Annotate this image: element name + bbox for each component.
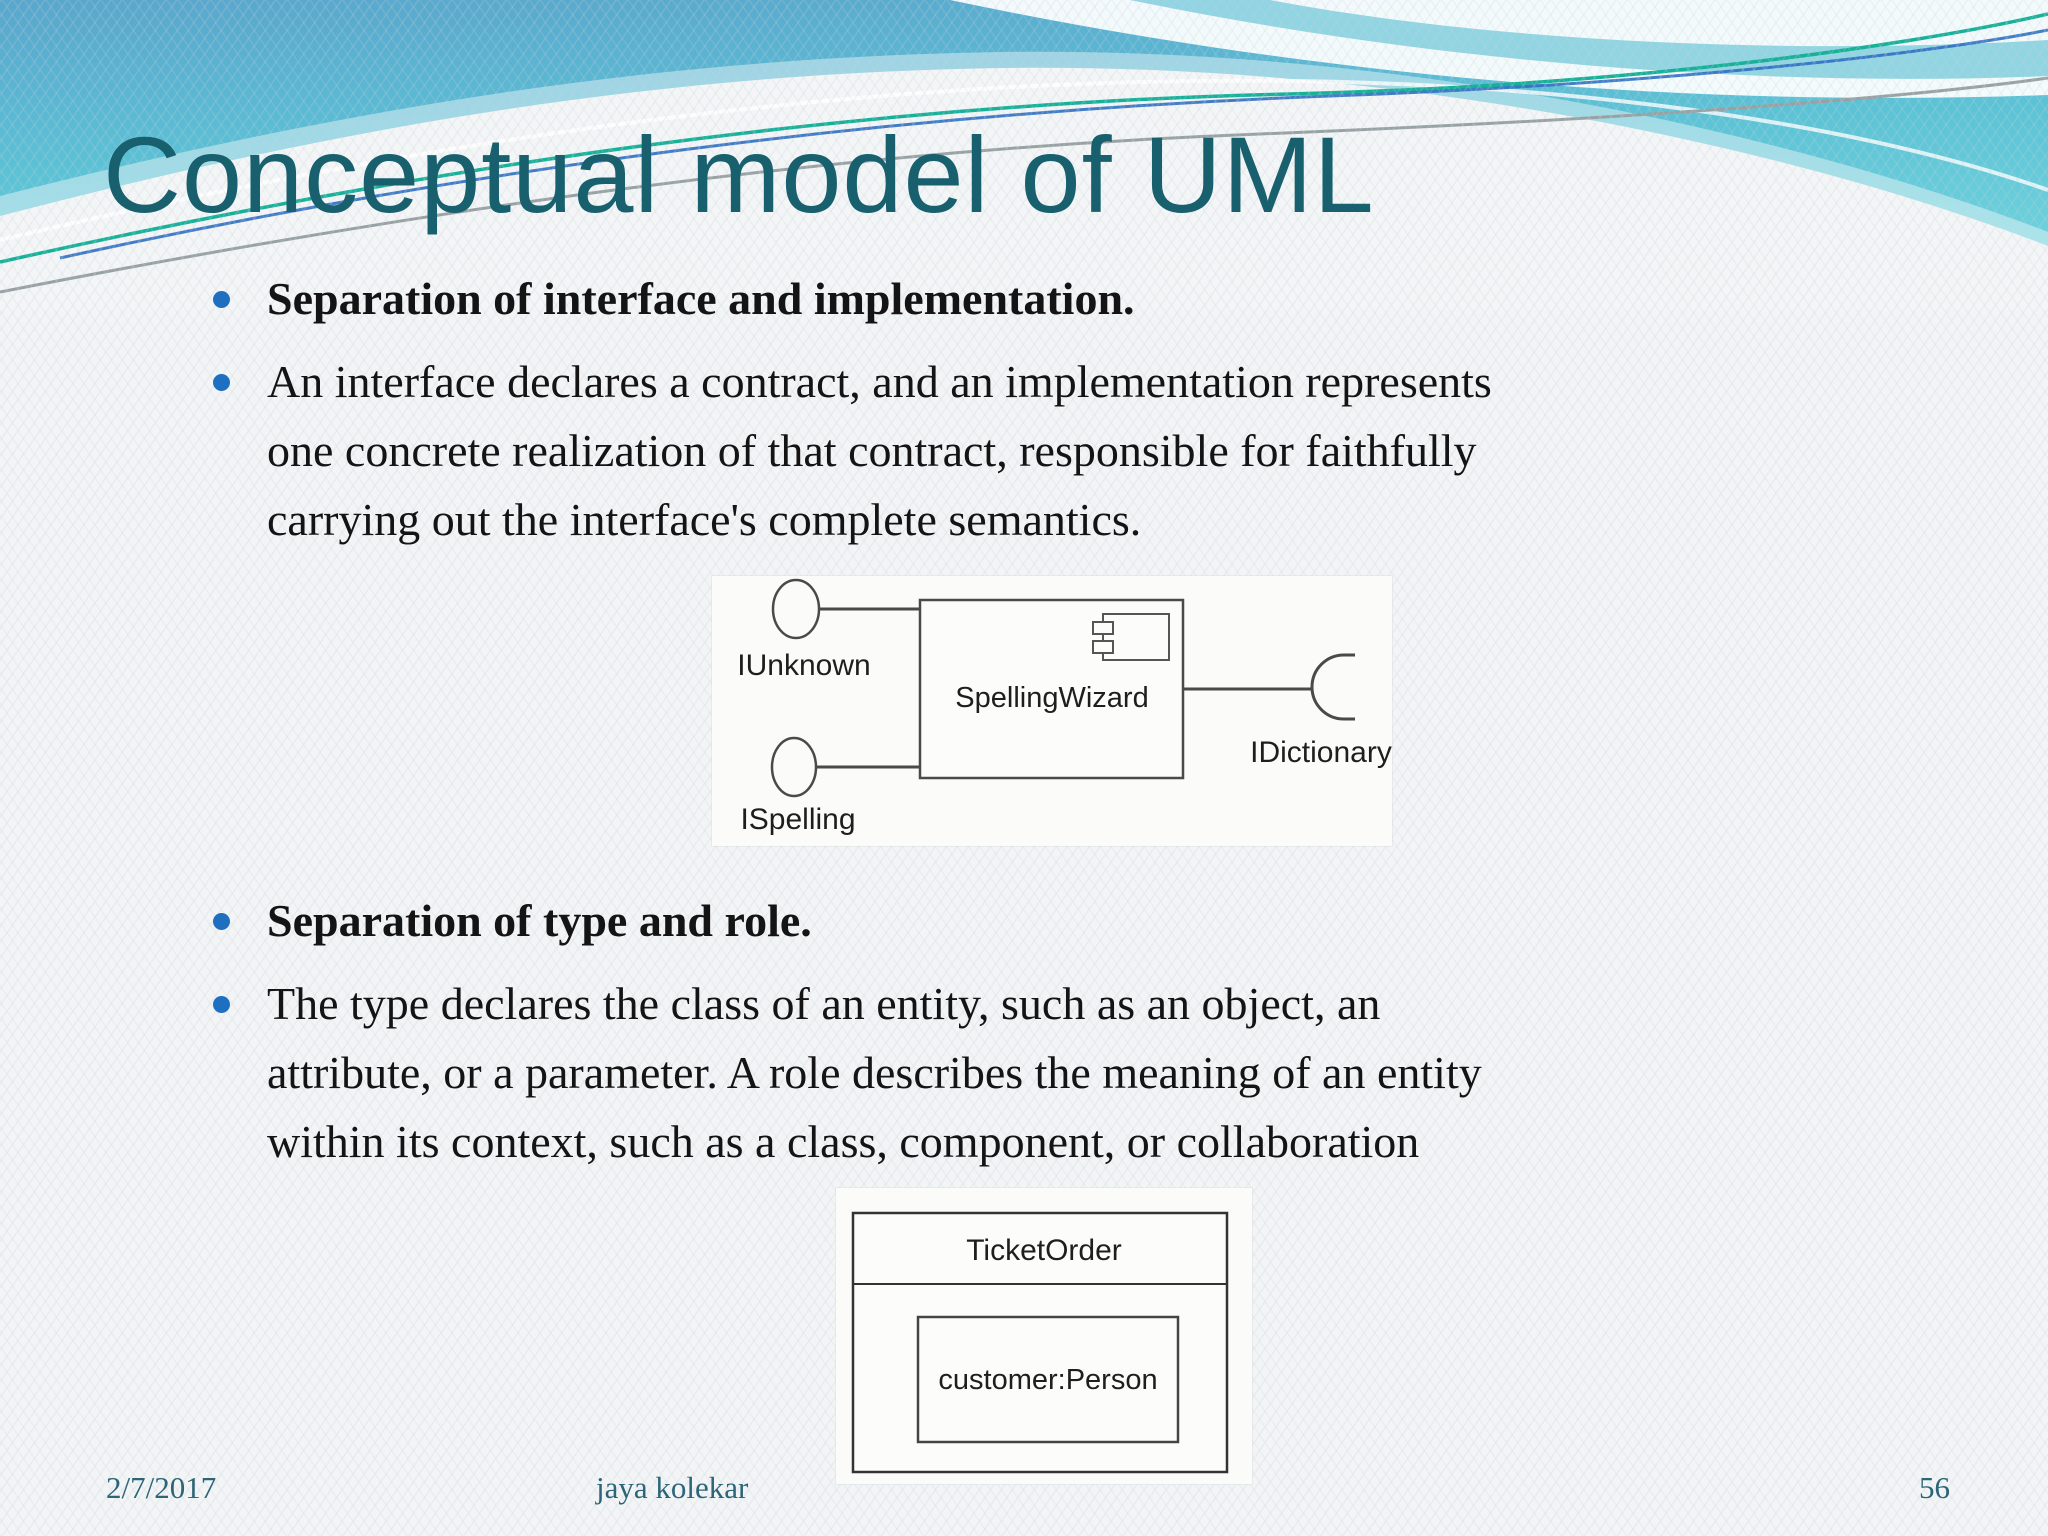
bullet-item-heading-1: Separation of interface and implementati… (213, 264, 1983, 333)
main-white-wave (0, 67, 2048, 310)
component-icon (1092, 613, 1170, 661)
label-customer-person: customer:Person (938, 1364, 1157, 1396)
bullet-heading-1: Separation of interface and implementati… (267, 273, 1135, 324)
bullet-dot-icon (213, 374, 230, 391)
footer-author: jaya kolekar (596, 1470, 749, 1505)
bullet-section-interface: Separation of interface and implementati… (213, 264, 1983, 568)
bullet-heading-2: Separation of type and role. (267, 895, 812, 946)
slide-title: Conceptual model of UML (103, 114, 1375, 235)
bullet-item-body-2: The type declares the class of an entity… (213, 969, 1983, 1176)
bullet-section-type-role: Separation of type and role. The type de… (213, 886, 1983, 1190)
label-spellingwizard: SpellingWizard (955, 682, 1148, 714)
banner-waves (0, 0, 2048, 310)
top-right-teal-sliver (1130, 0, 2048, 79)
bullet-dot-icon (213, 913, 230, 930)
blue-accent-curve (59, 28, 2048, 260)
green-accent-curve (0, 12, 2048, 264)
label-ticketorder: TicketOrder (966, 1234, 1122, 1267)
bullet-body-2: The type declares the class of an entity… (267, 978, 1482, 1167)
footer-date: 2/7/2017 (106, 1470, 217, 1505)
bullet-dot-icon (213, 996, 230, 1013)
white-accent-curve (0, 78, 2048, 242)
lollipop-circle-ispelling (770, 736, 818, 798)
label-ispelling: ISpelling (740, 803, 855, 836)
lollipop-circle-iunknown (771, 578, 821, 640)
uml-class-diagram: TicketOrder customer:Person (836, 1188, 1252, 1484)
bullet-item-body-1: An interface declares a contract, and an… (213, 347, 1983, 554)
bullet-dot-icon (213, 291, 230, 308)
role-box-customer-person (916, 1315, 1180, 1444)
label-iunknown: IUnknown (737, 649, 870, 682)
gray-accent-curve (0, 76, 2048, 294)
footer-page-number: 56 (1919, 1470, 1950, 1505)
bullet-item-heading-2: Separation of type and role. (213, 886, 1983, 955)
socket-arc-idictionary (1310, 653, 1355, 721)
uml-component-diagram: IUnknown ISpelling SpellingWizard IDicti… (712, 576, 1392, 846)
label-idictionary: IDictionary (1250, 736, 1392, 769)
bullet-body-1: An interface declares a contract, and an… (267, 356, 1492, 545)
